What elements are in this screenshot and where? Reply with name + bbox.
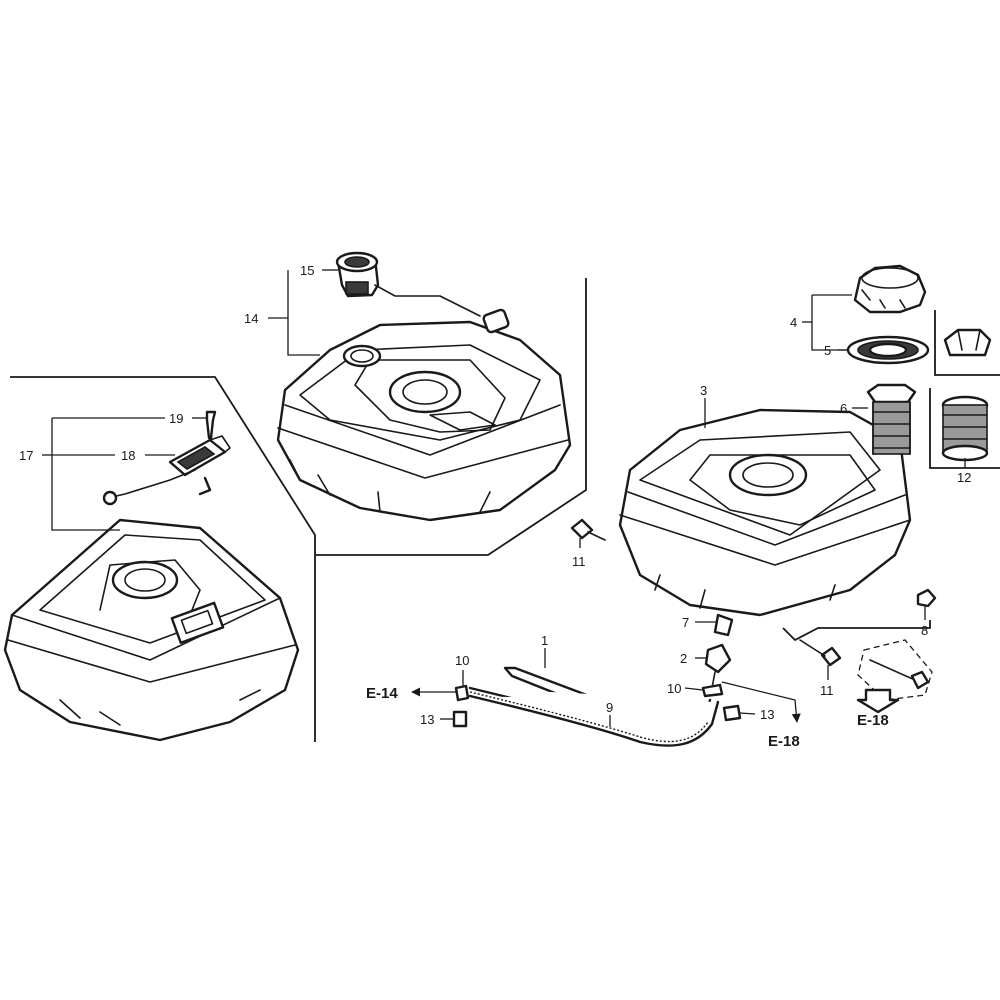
callout-3: 3 bbox=[700, 383, 707, 398]
callout-10-left: 10 bbox=[455, 653, 469, 668]
fuel-tank-right bbox=[618, 408, 912, 617]
callout-1: 1 bbox=[541, 633, 548, 648]
ref-e14: E-14 bbox=[366, 685, 398, 702]
callout-2: 2 bbox=[680, 651, 687, 666]
callout-10-right: 10 bbox=[667, 681, 681, 696]
fuel-lines bbox=[468, 666, 720, 747]
callout-11-upper: 11 bbox=[572, 554, 586, 569]
callout-13-left: 13 bbox=[420, 712, 434, 727]
callout-7: 7 bbox=[682, 615, 689, 630]
frame-lines bbox=[10, 278, 1000, 742]
leader-lines bbox=[42, 269, 966, 727]
callout-13-right: 13 bbox=[760, 707, 774, 722]
fuel-tank-left bbox=[3, 518, 300, 742]
callout-8: 8 bbox=[921, 623, 928, 638]
callout-9: 9 bbox=[606, 700, 613, 715]
callout-15: 15 bbox=[300, 263, 314, 278]
fuel-tank-middle bbox=[276, 320, 572, 522]
callout-11-lower: 11 bbox=[820, 683, 834, 698]
callout-14: 14 bbox=[244, 311, 258, 326]
callout-4: 4 bbox=[790, 315, 797, 330]
callout-5: 5 bbox=[824, 343, 831, 358]
hardware bbox=[452, 518, 937, 728]
callout-17: 17 bbox=[19, 448, 33, 463]
ref-e18-right: E-18 bbox=[857, 712, 889, 729]
callout-numbers: 1 2 3 4 5 6 7 8 9 10 10 11 11 12 13 13 1… bbox=[19, 263, 971, 727]
ref-e18-lower: E-18 bbox=[768, 733, 800, 750]
fuel-gauge-assembly bbox=[102, 410, 231, 506]
reference-labels: E-14 E-18 E-18 bbox=[366, 685, 889, 750]
callout-6: 6 bbox=[840, 401, 847, 416]
reference-arrows bbox=[411, 681, 900, 723]
callout-19: 19 bbox=[169, 411, 183, 426]
callout-12: 12 bbox=[957, 470, 971, 485]
fuel-gauge-15 bbox=[335, 251, 510, 334]
callout-18: 18 bbox=[121, 448, 135, 463]
